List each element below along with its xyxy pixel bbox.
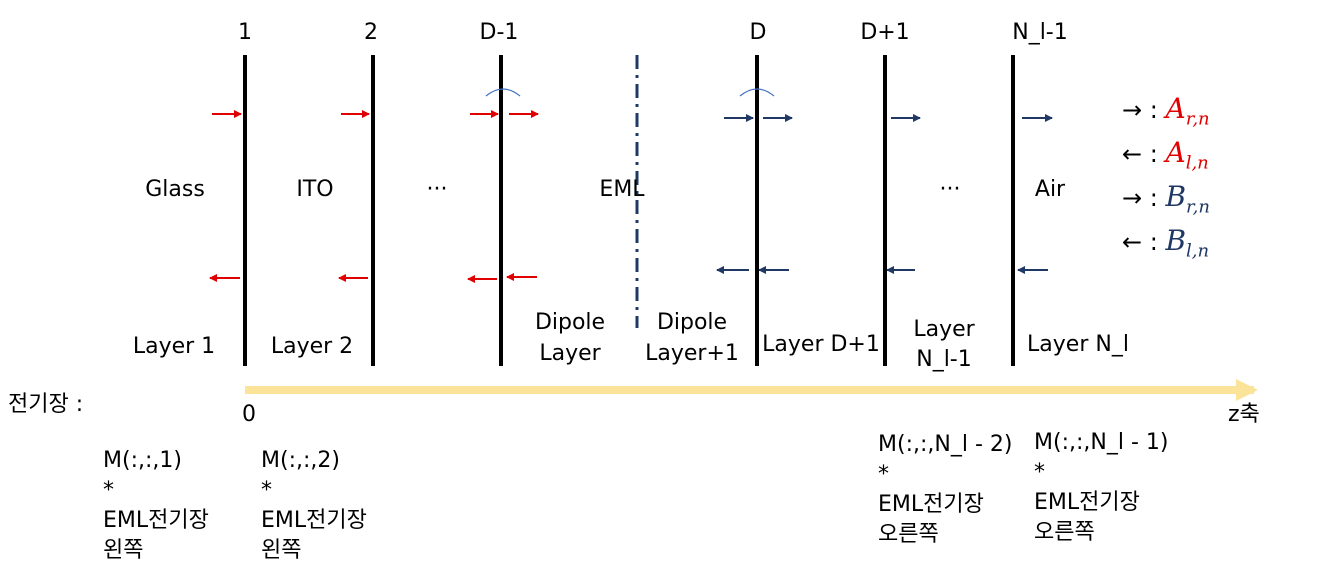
layer-label-dipole: Dipole Layer [534,310,606,366]
matrix-note-n-minus-2: M(:,:,N_l - 2) * EML전기장 오른쪽 [878,432,1013,547]
region-ellipsis-right: ··· [939,177,961,202]
layer-label-n-minus-1: Layer N_l-1 [913,317,975,372]
region-label-glass: Glass [145,177,205,202]
field-label: 전기장 : [8,392,84,417]
legend-entry: ← : Al,n [1122,136,1209,174]
matrix-note-1: M(:,:,1) * EML전기장 왼쪽 [103,448,209,563]
region-label-ito: ITO [296,177,334,202]
legend-arrow: ← : [1122,140,1158,168]
axis-origin-label: 0 [242,402,256,427]
region-label-eml: EML [599,177,645,202]
legend-symbol: Br,n [1165,180,1210,218]
layer-label-2: Layer 2 [270,334,354,359]
arc-d [739,88,775,97]
axis-z-label: z축 [1228,402,1260,427]
legend-symbol: Ar,n [1165,92,1210,130]
legend-arrow: ← : [1122,228,1158,256]
matrix-note-2: M(:,:,2) * EML전기장 왼쪽 [261,448,367,563]
legend-entry: → : Ar,n [1122,92,1210,130]
interface-label-d: D [749,20,767,45]
interface-label-d-plus-1: D+1 [860,20,910,45]
layer-label-n: Layer N_l [1027,332,1129,357]
layer-label-1: Layer 1 [132,334,216,359]
region-label-air: Air [1034,177,1066,202]
arc-d-minus-1 [485,88,521,97]
matrix-note-n-minus-1: M(:,:,N_l - 1) * EML전기장 오른쪽 [1034,430,1169,545]
legend-entry: → : Br,n [1122,180,1210,218]
interface-label-2: 2 [364,20,378,45]
interface-label-1: 1 [238,20,252,45]
interface-label-n-minus-1: N_l-1 [1012,20,1068,45]
legend-arrow: → : [1122,184,1158,212]
layer-label-d-plus-1: Layer D+1 [762,332,880,357]
layer-label-dipole-plus-1: Dipole Layer+1 [645,310,739,366]
legend-symbol: Al,n [1165,136,1209,174]
legend-entry: ← : Bl,n [1122,224,1209,262]
region-ellipsis-left: ··· [426,177,448,202]
legend-symbol: Bl,n [1165,224,1210,262]
interface-label-d-minus-1: D-1 [479,20,519,45]
legend-arrow: → : [1122,96,1158,124]
